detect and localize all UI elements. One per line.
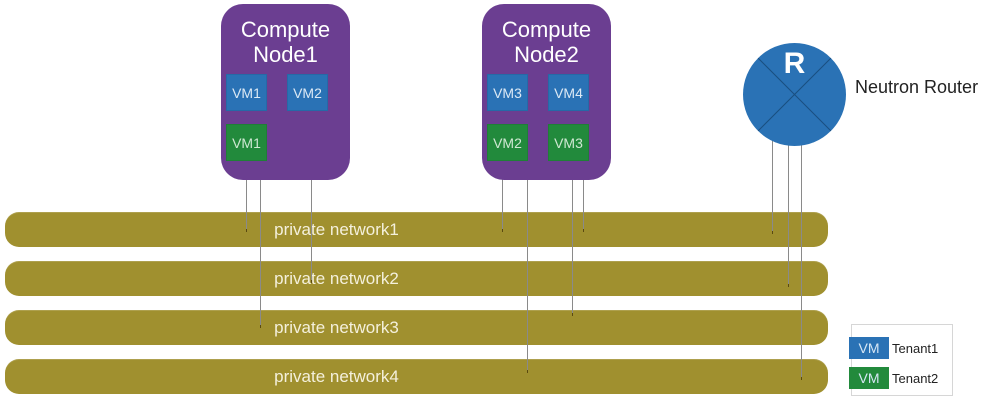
legend-swatch-tenant1: VM bbox=[849, 337, 889, 359]
network-label: private network4 bbox=[274, 366, 399, 386]
neutron-router: R bbox=[743, 43, 846, 146]
router-label: Neutron Router bbox=[855, 77, 979, 97]
vm-label: VM1 bbox=[232, 134, 261, 151]
vm-label: VM4 bbox=[554, 84, 583, 101]
node-title-line1: Compute bbox=[501, 17, 592, 42]
vm-node1-vm1-tenant2: VM1 bbox=[226, 124, 267, 161]
node-title-line2: Node2 bbox=[514, 42, 579, 67]
vm-node2-vm4-tenant1: VM4 bbox=[548, 74, 589, 111]
vm-label: VM2 bbox=[293, 84, 322, 101]
link-node2-vm2-t2-net4 bbox=[527, 150, 528, 373]
compute-node-1: Compute Node1 VM1 VM2 VM1 bbox=[221, 4, 350, 180]
private-network-1: private network1 bbox=[5, 212, 828, 247]
vm-label: VM3 bbox=[493, 84, 522, 101]
link-router-net4 bbox=[801, 130, 802, 380]
legend-swatch-tenant2: VM bbox=[849, 367, 889, 389]
link-node1-vm1-t2-net3 bbox=[260, 150, 261, 328]
legend-item-tenant1: VM Tenant1 bbox=[849, 337, 938, 359]
vm-node2-vm2-tenant2: VM2 bbox=[487, 124, 528, 161]
vm-label: VM1 bbox=[232, 84, 261, 101]
vm-label: VM3 bbox=[554, 134, 583, 151]
link-router-net1 bbox=[772, 130, 773, 234]
link-node2-vm3-t2-net3 bbox=[572, 150, 573, 316]
router-letter: R bbox=[783, 47, 806, 80]
link-router-net2 bbox=[788, 130, 789, 287]
legend: VM Tenant1 VM Tenant2 bbox=[849, 324, 953, 396]
compute-node-2: Compute Node2 VM3 VM4 VM2 VM3 bbox=[482, 4, 611, 180]
vm-label: VM2 bbox=[493, 134, 522, 151]
vm-node1-vm2-tenant1: VM2 bbox=[287, 74, 328, 111]
legend-item-tenant2: VM Tenant2 bbox=[849, 367, 938, 389]
network-label: private network2 bbox=[274, 268, 399, 288]
private-network-3: private network3 bbox=[5, 310, 828, 345]
vm-node2-vm3-tenant1: VM3 bbox=[487, 74, 528, 111]
router-cross-icon bbox=[757, 57, 832, 132]
network-label: private network3 bbox=[274, 317, 399, 337]
link-node1-vm2-t1-net2 bbox=[311, 100, 312, 283]
node-title-line2: Node1 bbox=[253, 42, 318, 67]
legend-label: Tenant1 bbox=[892, 340, 939, 356]
node-title-line1: Compute bbox=[240, 17, 331, 42]
vm-node2-vm3-tenant2: VM3 bbox=[548, 124, 589, 161]
private-network-4: private network4 bbox=[5, 359, 828, 394]
vm-node1-vm1-tenant1: VM1 bbox=[226, 74, 267, 111]
legend-label: Tenant2 bbox=[892, 370, 939, 386]
network-label: private network1 bbox=[274, 219, 399, 239]
private-network-2: private network2 bbox=[5, 261, 828, 296]
